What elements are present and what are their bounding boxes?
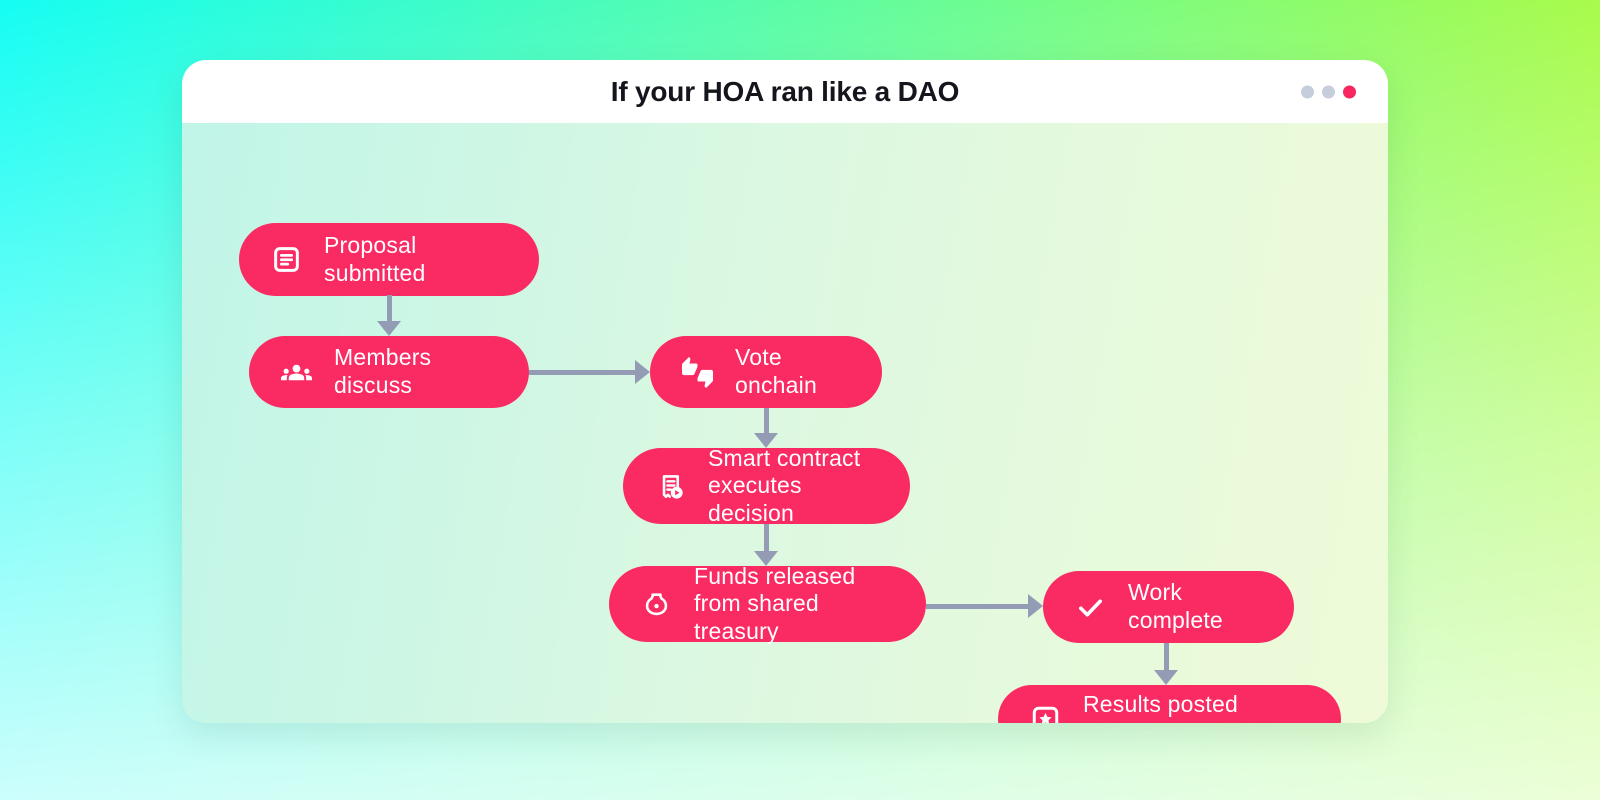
node-results-posted: Results posted publicly — [998, 685, 1341, 723]
smart-contract-icon — [662, 474, 683, 499]
thumbs-up-down-icon — [682, 356, 713, 388]
window-control-dot-2[interactable] — [1322, 85, 1335, 98]
arrow-discuss-to-vote — [529, 360, 650, 384]
node-label: Work complete — [1128, 579, 1223, 633]
node-label: Funds released from shared treasury — [694, 562, 856, 644]
arrow-vote-to-contract — [754, 408, 778, 448]
star-badge-icon — [1032, 706, 1059, 723]
node-smart-contract-executes: Smart contract executes decision — [623, 445, 910, 526]
window-control-dot-3[interactable] — [1343, 85, 1356, 98]
document-icon — [274, 247, 299, 272]
node-label: Vote onchain — [735, 344, 817, 398]
node-label: Smart contract executes decision — [708, 444, 861, 526]
arrow-funds-to-work — [926, 594, 1043, 618]
money-bag-icon — [645, 592, 668, 615]
node-members-discuss: Members discuss — [249, 336, 529, 408]
checkmark-icon — [1079, 598, 1102, 617]
node-label: Members discuss — [334, 344, 432, 398]
arrow-work-to-results — [1154, 643, 1178, 685]
window-title: If your HOA ran like a DAO — [610, 75, 960, 107]
flowchart-canvas: Proposal submitted Members discuss Vote … — [182, 123, 1388, 723]
node-proposal-submitted: Proposal submitted — [239, 223, 539, 296]
node-work-complete: Work complete — [1043, 571, 1294, 643]
window-control-dot-1[interactable] — [1301, 85, 1314, 98]
arrow-contract-to-funds — [754, 524, 778, 566]
window-card: If your HOA ran like a DAO Proposal subm… — [182, 60, 1388, 723]
window-titlebar: If your HOA ran like a DAO — [182, 60, 1388, 123]
node-vote-onchain: Vote onchain — [650, 336, 882, 408]
arrow-proposal-to-discuss — [377, 295, 401, 336]
members-icon — [281, 364, 312, 380]
node-label: Proposal submitted — [324, 231, 426, 286]
node-label: Results posted publicly — [1083, 691, 1238, 723]
node-funds-released: Funds released from shared treasury — [609, 563, 926, 644]
window-controls — [1301, 85, 1356, 98]
